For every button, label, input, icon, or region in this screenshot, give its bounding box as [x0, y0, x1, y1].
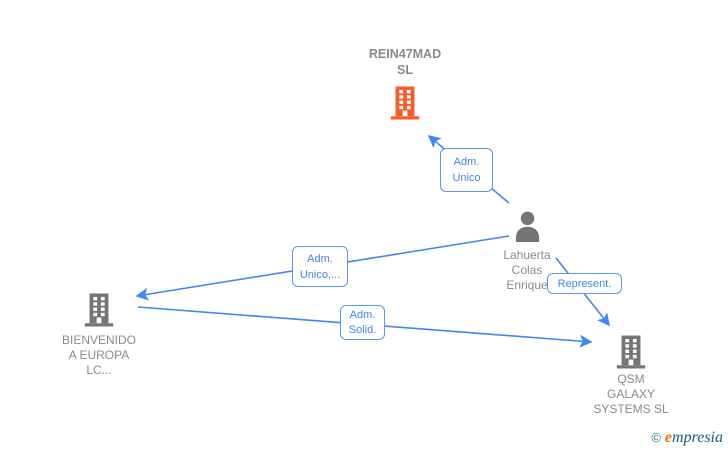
label-line: Colas: [511, 263, 543, 277]
label-line: Adm.: [349, 308, 376, 321]
label-line: A EUROPA: [68, 348, 130, 362]
copyright-icon: ©: [651, 430, 661, 445]
label-line: LC...: [86, 363, 112, 377]
brand-initial: e: [664, 429, 673, 446]
label-line: SYSTEMS SL: [593, 402, 669, 416]
edge-label-represent[interactable]: Represent.: [547, 273, 622, 294]
building-icon[interactable]: [614, 334, 648, 370]
label-line: Adm.: [307, 252, 333, 265]
label-line: GALAXY: [606, 387, 656, 401]
person-icon[interactable]: [511, 211, 544, 242]
empresia-logo[interactable]: © empresia: [651, 429, 723, 447]
label-line: BIENVENIDO: [61, 333, 136, 347]
node-person-label[interactable]: Lahuerta Colas Enrique: [485, 248, 569, 293]
building-icon[interactable]: [82, 292, 116, 328]
node-rein47mad-label[interactable]: REIN47MAD SL: [343, 46, 467, 78]
building-icon[interactable]: [388, 85, 422, 121]
edge-label-adm-unico-more[interactable]: Adm. Unico,...: [292, 246, 348, 287]
label-line: Unico,...: [299, 268, 341, 281]
label-line: Enrique: [506, 278, 548, 292]
label-line: REIN47MAD: [368, 47, 442, 61]
brand-wordmark: empresia: [665, 429, 723, 447]
node-bienvenido-label[interactable]: BIENVENIDO A EUROPA LC...: [44, 333, 154, 378]
label-line: SL: [397, 63, 413, 77]
label-line: Unico: [452, 172, 481, 184]
edge-label-adm-unico[interactable]: Adm. Unico: [440, 148, 493, 192]
label-line: Adm.: [453, 156, 480, 168]
label-line: Represent.: [557, 277, 612, 290]
node-qsm-label[interactable]: QSM GALAXY SYSTEMS SL: [576, 372, 686, 417]
edge-label-adm-solid[interactable]: Adm. Solid.: [340, 305, 385, 340]
brand-rest: mpresia: [672, 429, 723, 446]
label-line: Lahuerta: [503, 248, 551, 262]
label-line: Solid.: [348, 323, 377, 336]
label-line: QSM: [617, 372, 645, 386]
